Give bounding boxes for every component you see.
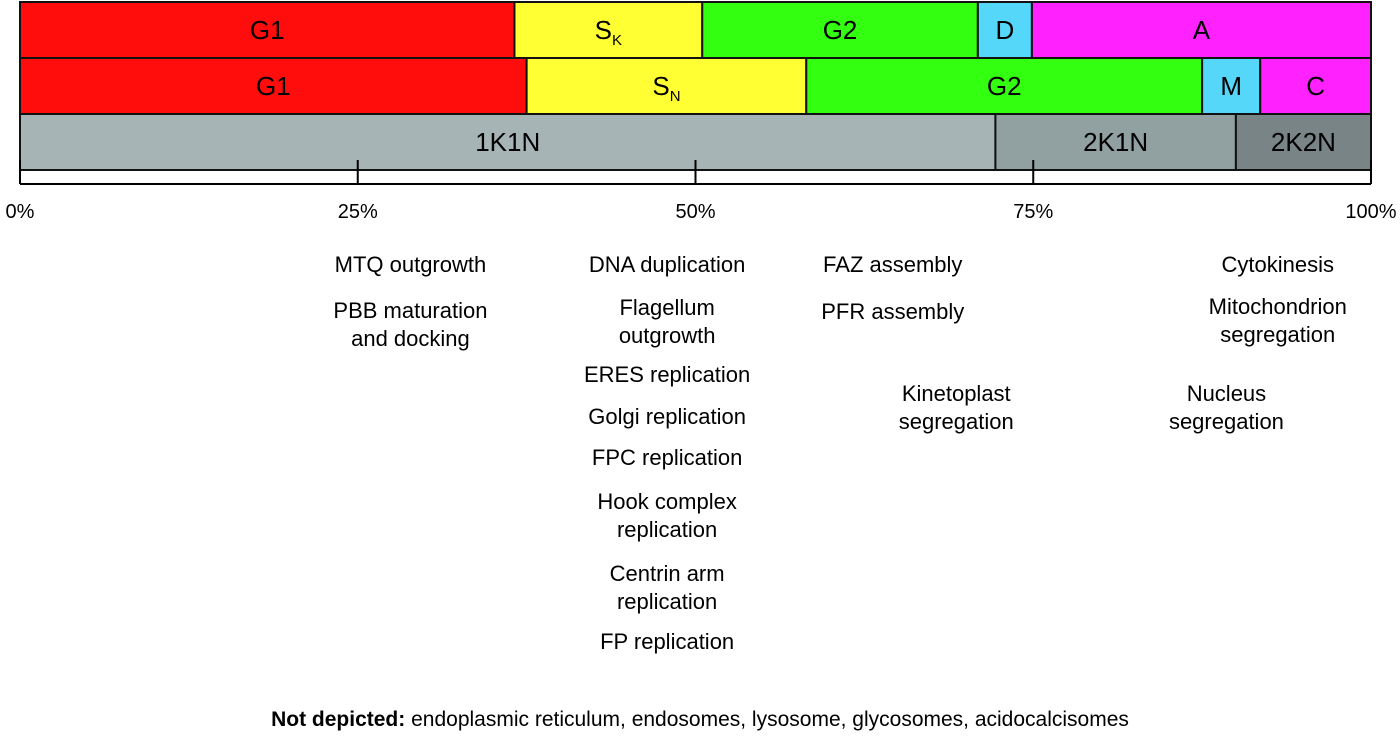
event-label-line: Nucleus xyxy=(1187,381,1266,406)
event-label-line: Cytokinesis xyxy=(1222,252,1334,277)
event-label-line: MTQ outgrowth xyxy=(335,252,487,277)
segment-s-n xyxy=(525,57,808,115)
event-label: Flagellum outgrowth xyxy=(619,295,716,348)
segment-label: D xyxy=(995,15,1014,45)
event-label: Cytokinesis xyxy=(1222,252,1334,277)
segment-label: G1 xyxy=(256,71,291,101)
axis-tick-label: 75% xyxy=(1013,201,1053,223)
axis-tick-label: 0% xyxy=(6,201,35,223)
axis-tick-label: 100% xyxy=(1345,201,1396,223)
event-label: PFR assembly xyxy=(821,299,964,324)
event-label-line: segregation xyxy=(1220,322,1335,347)
event-label-line: replication xyxy=(617,517,717,542)
segment-label: 1K1N xyxy=(475,127,540,157)
segment-a xyxy=(1030,1,1373,59)
event-label-line: ERES replication xyxy=(584,362,750,387)
kinetoplast-cycle-row: G1 SK G2 D A xyxy=(19,1,1373,59)
event-label-line: Golgi replication xyxy=(588,404,746,429)
event-label: Golgi replication xyxy=(588,404,746,429)
segment-label: A xyxy=(1193,15,1211,45)
event-label-line: Centrin arm xyxy=(610,561,725,586)
segment-d xyxy=(976,1,1033,59)
segment-subscript: K xyxy=(612,32,622,49)
event-label-line: Kinetoplast xyxy=(902,381,1011,406)
nucleus-cycle-row: G1 SN G2 M C xyxy=(19,57,1373,115)
karyotype-row: 1K1N 2K1N 2K2N xyxy=(19,113,1373,171)
segment-c xyxy=(1259,57,1373,115)
event-label-line: FP replication xyxy=(600,629,734,654)
event-label: FP replication xyxy=(600,629,734,654)
event-label-line: outgrowth xyxy=(619,323,716,348)
event-label-line: Hook complex xyxy=(597,489,736,514)
segment-label: G2 xyxy=(987,71,1022,101)
event-label-line: Flagellum xyxy=(619,295,714,320)
segment-label: SN xyxy=(652,71,680,105)
segment-label: M xyxy=(1220,71,1242,101)
segment-subscript: N xyxy=(670,88,681,105)
footnote-text: endoplasmic reticulum, endosomes, lysoso… xyxy=(405,708,1129,731)
event-label-line: FAZ assembly xyxy=(823,252,962,277)
segment-g1 xyxy=(19,1,516,59)
event-label-line: segregation xyxy=(899,409,1014,434)
axis-tick-label: 50% xyxy=(675,201,715,223)
event-label: Centrin arm replication xyxy=(610,561,725,614)
event-label-line: PBB maturation xyxy=(333,298,487,323)
event-label: Mitochondrion segregation xyxy=(1209,294,1347,347)
event-label: MTQ outgrowth xyxy=(335,252,487,277)
event-label: Hook complex replication xyxy=(597,489,736,542)
event-label: Nucleus segregation xyxy=(1169,381,1284,434)
event-label: DNA duplication xyxy=(589,252,746,277)
segment-2k2n xyxy=(1234,113,1373,171)
segment-g2 xyxy=(701,1,979,59)
event-label-line: segregation xyxy=(1169,409,1284,434)
event-label-line: DNA duplication xyxy=(589,252,746,277)
event-label: FPC replication xyxy=(592,445,742,470)
event-label-line: PFR assembly xyxy=(821,299,964,324)
segment-label: SK xyxy=(595,15,622,49)
event-label-line: Mitochondrion xyxy=(1209,294,1347,319)
segment-label: 2K2N xyxy=(1271,127,1336,157)
segment-s-k xyxy=(513,1,704,59)
event-label-line: replication xyxy=(617,589,717,614)
segment-1k1n xyxy=(19,113,997,171)
segment-g1 xyxy=(19,57,528,115)
footnote: Not depicted: endoplasmic reticulum, end… xyxy=(0,708,1400,732)
event-label: FAZ assembly xyxy=(823,252,962,277)
footnote-bold: Not depicted: xyxy=(271,708,406,731)
event-label-line: and docking xyxy=(351,326,470,351)
segment-label: G1 xyxy=(250,15,285,45)
axis-tick-label: 25% xyxy=(338,201,378,223)
event-label: Kinetoplast segregation xyxy=(899,381,1014,434)
segment-label: G2 xyxy=(823,15,858,45)
event-label: ERES replication xyxy=(584,362,750,387)
percent-axis: 0% 25% 50% 75% 100% xyxy=(6,160,1397,223)
event-label-line: FPC replication xyxy=(592,445,742,470)
segment-label: 2K1N xyxy=(1083,127,1148,157)
segment-label: C xyxy=(1306,71,1325,101)
event-label: PBB maturation and docking xyxy=(333,298,487,351)
